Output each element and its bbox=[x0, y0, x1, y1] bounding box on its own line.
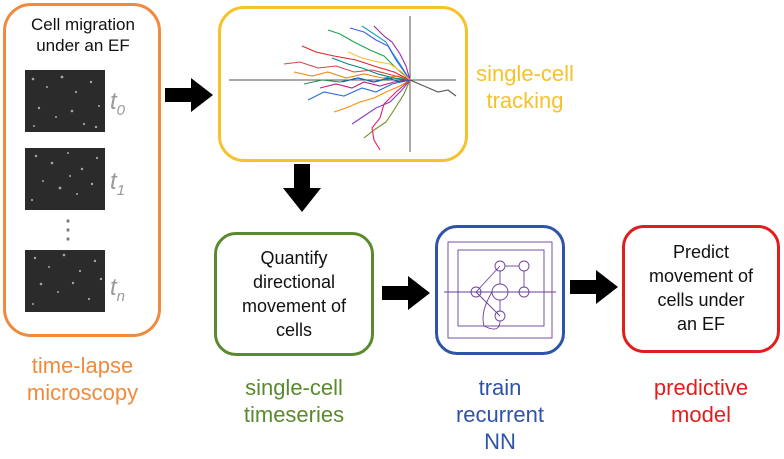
tracking-caption: single-cell tracking bbox=[476, 61, 574, 113]
predict-text: Predict movement of cells under an EF bbox=[648, 242, 754, 334]
rnn-caption: train recurrent NN bbox=[455, 375, 545, 454]
tracking-box bbox=[218, 6, 468, 162]
tracking-plot bbox=[229, 16, 457, 152]
microscopy-title: Cell migration under an EF bbox=[31, 15, 135, 55]
microscopy-caption: time-lapse microscopy bbox=[26, 353, 139, 405]
quantify-box bbox=[214, 232, 374, 356]
arrow-microscopy-to-tracking bbox=[165, 78, 213, 112]
frames-ellipsis: ⋮ bbox=[55, 214, 81, 244]
arrow-rnn-to-predict bbox=[570, 270, 618, 304]
predict-box bbox=[622, 225, 780, 353]
microscopy-cell-dots bbox=[30, 75, 103, 305]
time-label-t1: t1 bbox=[110, 168, 126, 199]
time-label-t0: t0 bbox=[110, 88, 126, 119]
microscopy-frame-t1 bbox=[25, 148, 105, 210]
microscopy-frame-tn bbox=[25, 250, 105, 312]
arrow-quantify-to-rnn bbox=[382, 276, 430, 310]
predict-caption: predictive model bbox=[653, 375, 749, 427]
time-label-tn: tn bbox=[110, 274, 126, 305]
microscopy-frame-t0 bbox=[25, 70, 105, 132]
quantify-text: Quantify directional movement of cells bbox=[241, 248, 347, 340]
arrow-tracking-to-quantify bbox=[283, 164, 321, 212]
rnn-box bbox=[435, 225, 565, 355]
quantify-caption: single-cell timeseries bbox=[243, 375, 345, 427]
rnn-lstm-diagram bbox=[444, 241, 556, 339]
